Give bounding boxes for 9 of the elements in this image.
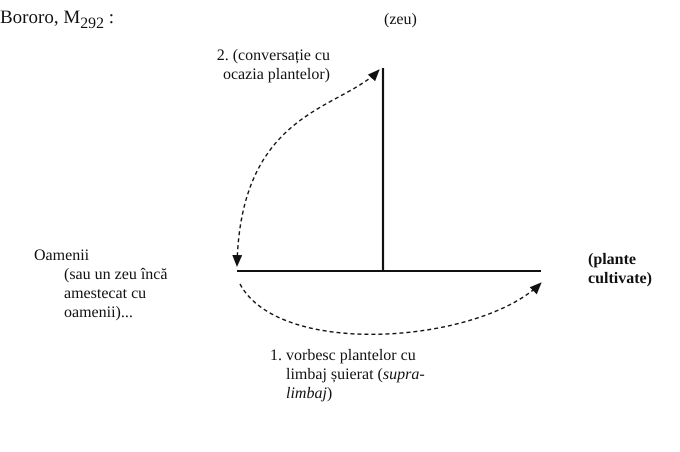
edge-label: 1. vorbesc plantelor cu limbaj șuierat (supra-limbaj) [270, 346, 426, 403]
node-heading: Oamenii [34, 246, 90, 265]
node-label: (zeu) [384, 10, 417, 29]
node-text: (sau un zeu încă amestecat cu oamenii)... [64, 265, 169, 322]
title: Bororo, M$_{292}$ : [0, 8, 114, 33]
arrow [239, 282, 542, 335]
arrow [232, 69, 380, 267]
node-label: (plante cultivate) [588, 250, 653, 288]
edge-label: 2. (conversație cu ocazia plantelor) [216, 46, 330, 84]
